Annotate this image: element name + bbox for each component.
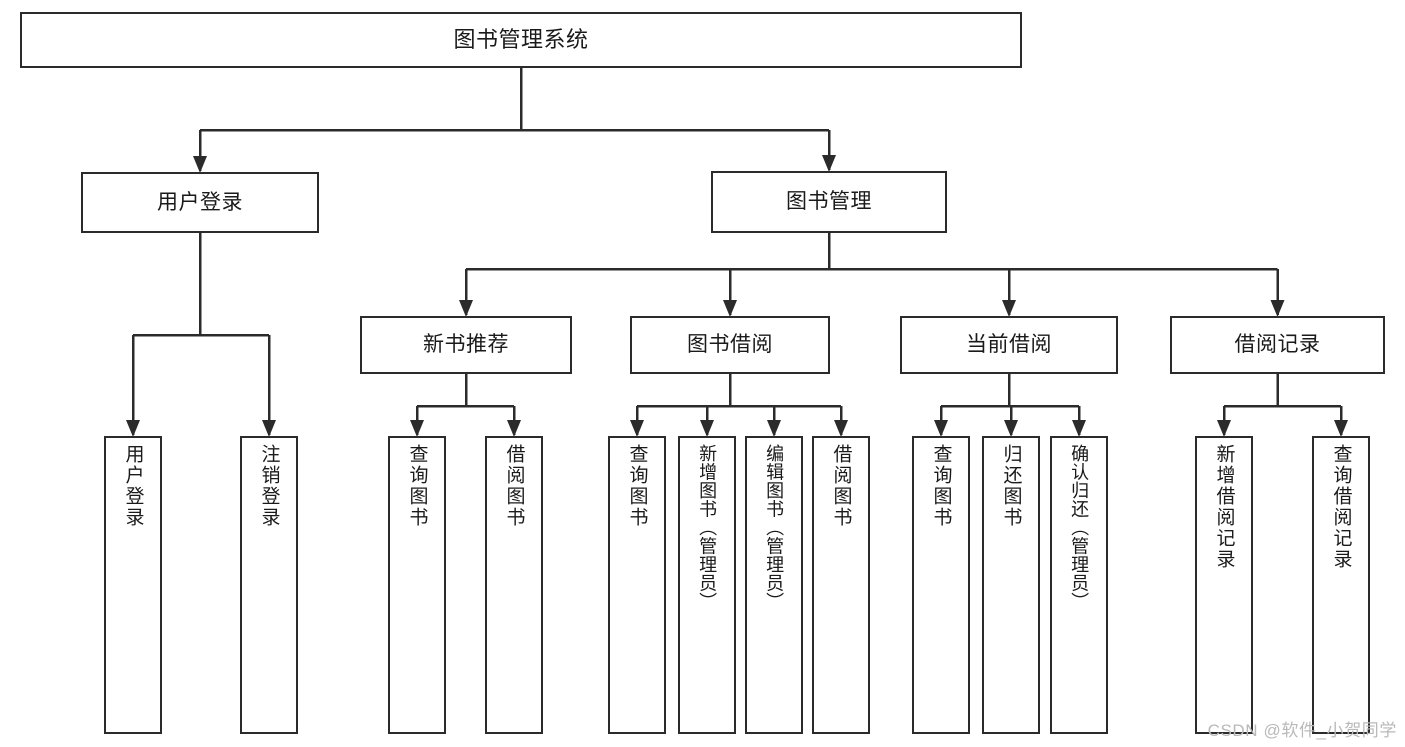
node-book-borrow[interactable]: 图书借阅 xyxy=(630,316,830,374)
leaf-return-book[interactable]: 归还图书 xyxy=(982,436,1040,734)
leaf-add-record[interactable]: 新增借阅记录 xyxy=(1195,436,1253,734)
leaf-label: 借阅图书 xyxy=(503,444,525,528)
node-book-manage[interactable]: 图书管理 xyxy=(711,171,947,233)
node-borrow-record[interactable]: 借阅记录 xyxy=(1170,316,1385,374)
node-user-login[interactable]: 用户登录 xyxy=(81,172,319,233)
leaf-label: 查询图书 xyxy=(406,444,428,528)
leaf-query-book[interactable]: 查询图书 xyxy=(608,436,666,734)
node-root[interactable]: 图书管理系统 xyxy=(20,12,1022,68)
leaf-label: 注销登录 xyxy=(258,444,280,528)
leaf-logout[interactable]: 注销登录 xyxy=(240,436,298,734)
leaf-label: 借阅图书 xyxy=(830,444,852,528)
leaf-label: 查询图书 xyxy=(930,444,952,528)
leaf-label: 新增借阅记录 xyxy=(1213,444,1235,570)
leaf-label: 新增图书（管理员） xyxy=(697,444,718,611)
leaf-borrow-book[interactable]: 借阅图书 xyxy=(812,436,870,734)
leaf-query-book-cur[interactable]: 查询图书 xyxy=(912,436,970,734)
leaf-borrow-book-rec[interactable]: 借阅图书 xyxy=(485,436,543,734)
leaf-label: 编辑图书（管理员） xyxy=(764,444,785,611)
leaf-label: 确认归还（管理员） xyxy=(1069,444,1090,611)
leaf-query-record[interactable]: 查询借阅记录 xyxy=(1312,436,1370,734)
leaf-label: 用户登录 xyxy=(122,444,144,528)
leaf-user-login[interactable]: 用户登录 xyxy=(104,436,162,734)
leaf-query-book-rec[interactable]: 查询图书 xyxy=(388,436,446,734)
leaf-label: 查询图书 xyxy=(626,444,648,528)
leaf-add-book[interactable]: 新增图书（管理员） xyxy=(678,436,736,734)
leaf-edit-book[interactable]: 编辑图书（管理员） xyxy=(745,436,803,734)
leaf-confirm-return[interactable]: 确认归还（管理员） xyxy=(1050,436,1108,734)
leaf-label: 归还图书 xyxy=(1000,444,1022,528)
leaf-label: 查询借阅记录 xyxy=(1330,444,1352,570)
node-current-borrow[interactable]: 当前借阅 xyxy=(900,316,1118,374)
node-new-book-recommend[interactable]: 新书推荐 xyxy=(360,316,572,374)
csdn-watermark: CSDN @软件_小贺同学 xyxy=(1207,721,1397,740)
